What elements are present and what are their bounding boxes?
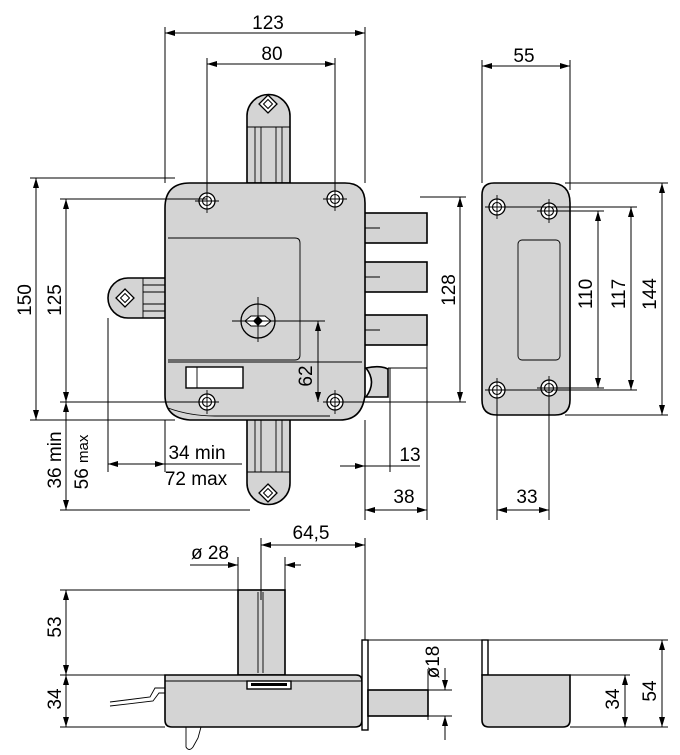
dim-side-width: 55 xyxy=(513,46,534,67)
status-window xyxy=(185,366,244,389)
hook xyxy=(185,726,202,750)
dim-hole-spacing-width: 80 xyxy=(261,44,282,65)
bottom-bolt-section xyxy=(367,689,429,717)
lever xyxy=(109,687,165,707)
dim-body-depth: 34 xyxy=(45,688,66,710)
bottom-dimension-lines xyxy=(63,542,665,740)
bottom-dimension-labels: ø 28 64,5 53 34 ø18 34 54 xyxy=(45,523,661,710)
right-bolts xyxy=(362,212,428,346)
side-view: 55 110 117 144 33 xyxy=(481,46,668,520)
slot xyxy=(246,680,292,690)
dim-vertical-bolt-max-value: 56 xyxy=(72,468,93,489)
dim-keyhole-to-hole: 62 xyxy=(296,365,317,386)
dim-vertical-bolt-max: 56 max xyxy=(72,434,93,489)
dim-bolt-span: 128 xyxy=(439,274,460,306)
dim-latch-offset: 13 xyxy=(399,445,420,466)
bottom-view: ø 28 64,5 53 34 ø18 34 54 xyxy=(45,523,668,750)
case-bottom xyxy=(481,674,571,728)
dim-outer-hole-spacing: 117 xyxy=(609,279,630,309)
front-plate xyxy=(361,639,369,731)
dim-side-height: 144 xyxy=(640,278,661,310)
dim-inner-hole-spacing: 110 xyxy=(576,279,597,309)
dim-vertical-bolt-max-suffix: max xyxy=(75,434,92,463)
dim-case-height: 54 xyxy=(640,680,661,702)
dim-case-depth: 34 xyxy=(603,688,624,710)
side-extension-lines xyxy=(481,60,668,520)
side-dimension-lines xyxy=(482,63,665,513)
dim-overall-height: 150 xyxy=(15,284,36,316)
dim-side-bolt-min: 34 min xyxy=(168,443,225,464)
dim-bolt-projection: 38 xyxy=(393,487,414,508)
bottom-bolt xyxy=(246,417,291,506)
inner-plate xyxy=(168,237,301,361)
bottom-extension-lines xyxy=(60,538,668,728)
dim-cylinder-height: 53 xyxy=(45,616,66,637)
cylinder xyxy=(237,589,286,676)
latch xyxy=(364,365,389,398)
front-view: 123 80 150 125 128 62 34 min 72 max 36 m… xyxy=(15,13,466,520)
side-dimension-labels: 55 110 117 144 33 xyxy=(513,46,661,508)
dim-side-hole-spacing-width: 33 xyxy=(516,487,537,508)
front-dimension-lines xyxy=(33,30,463,513)
keyhole xyxy=(232,297,325,342)
dim-hole-spacing-height: 125 xyxy=(45,284,66,316)
case-flange xyxy=(481,639,489,676)
dim-cylinder-to-front: 64,5 xyxy=(293,523,330,544)
dim-side-bolt-max: 72 max xyxy=(165,469,228,490)
side-inner-recess xyxy=(517,239,561,361)
lock-body-bottom xyxy=(164,674,363,728)
dim-overall-width: 123 xyxy=(252,13,284,34)
side-case xyxy=(481,182,571,416)
dim-vertical-bolt-min: 36 min xyxy=(45,431,66,488)
front-extension-lines xyxy=(30,27,466,520)
dim-bolt-diameter: ø18 xyxy=(423,646,444,679)
right-bolt-middle xyxy=(362,261,428,293)
dim-cylinder-diameter: ø 28 xyxy=(191,543,229,564)
top-bolt xyxy=(246,93,291,184)
left-bolt xyxy=(107,277,168,319)
front-dimension-labels: 123 80 150 125 128 62 34 min 72 max 36 m… xyxy=(15,13,460,508)
